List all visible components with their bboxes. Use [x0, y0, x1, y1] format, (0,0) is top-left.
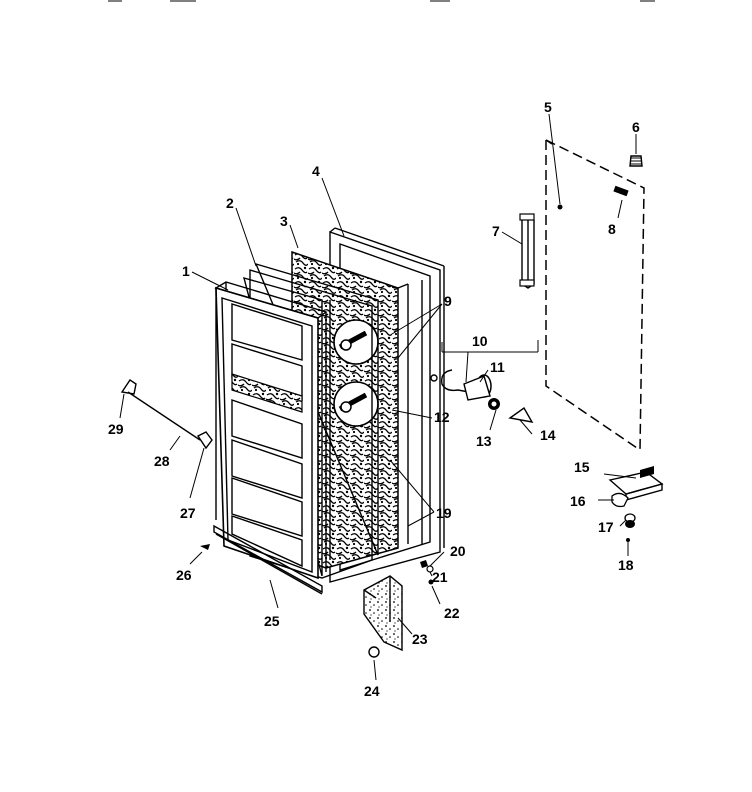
nut-icon — [368, 646, 380, 658]
label-part-20: 20 — [450, 543, 466, 559]
label-part-14: 14 — [540, 427, 556, 443]
label-part-9: 9 — [444, 293, 452, 309]
label-part-4: 4 — [312, 163, 320, 179]
bottom-bracket — [363, 575, 403, 652]
label-part-28: 28 — [154, 453, 170, 469]
label-part-10: 10 — [472, 333, 488, 349]
label-part-24: 24 — [364, 683, 380, 699]
label-part-26: 26 — [176, 567, 192, 583]
label-part-21: 21 — [432, 569, 448, 585]
label-part-17: 17 — [598, 519, 614, 535]
label-part-1: 1 — [182, 263, 190, 279]
label-part-27: 27 — [180, 505, 196, 521]
label-part-23: 23 — [412, 631, 428, 647]
door-handle — [519, 213, 535, 289]
small-fasteners — [420, 560, 434, 585]
label-part-25: 25 — [264, 613, 280, 629]
label-part-5: 5 — [544, 99, 552, 115]
door-stop-assembly — [120, 379, 213, 550]
label-part-22: 22 — [444, 605, 460, 621]
door-shelf-assembly — [214, 281, 328, 580]
label-part-7: 7 — [492, 223, 500, 239]
hinge-assembly — [608, 466, 664, 542]
label-part-6: 6 — [632, 119, 640, 135]
part-labels: 1 2 3 4 5 6 7 8 9 10 11 12 13 14 15 16 1… — [108, 99, 640, 699]
label-part-19: 19 — [436, 505, 452, 521]
label-part-3: 3 — [280, 213, 288, 229]
label-part-13: 13 — [476, 433, 492, 449]
outer-door-panel — [545, 139, 645, 451]
nameplate-icon — [613, 185, 629, 197]
label-part-2: 2 — [226, 195, 234, 211]
leader-lines — [119, 113, 637, 681]
label-part-18: 18 — [618, 557, 634, 573]
label-part-11: 11 — [490, 359, 505, 375]
lock-assembly — [441, 369, 534, 423]
label-part-29: 29 — [108, 421, 124, 437]
plug-icon — [629, 155, 643, 167]
bottom-trim-strip — [213, 524, 323, 595]
label-part-15: 15 — [574, 459, 590, 475]
label-part-8: 8 — [608, 221, 616, 237]
label-part-12: 12 — [434, 409, 450, 425]
label-part-16: 16 — [570, 493, 586, 509]
